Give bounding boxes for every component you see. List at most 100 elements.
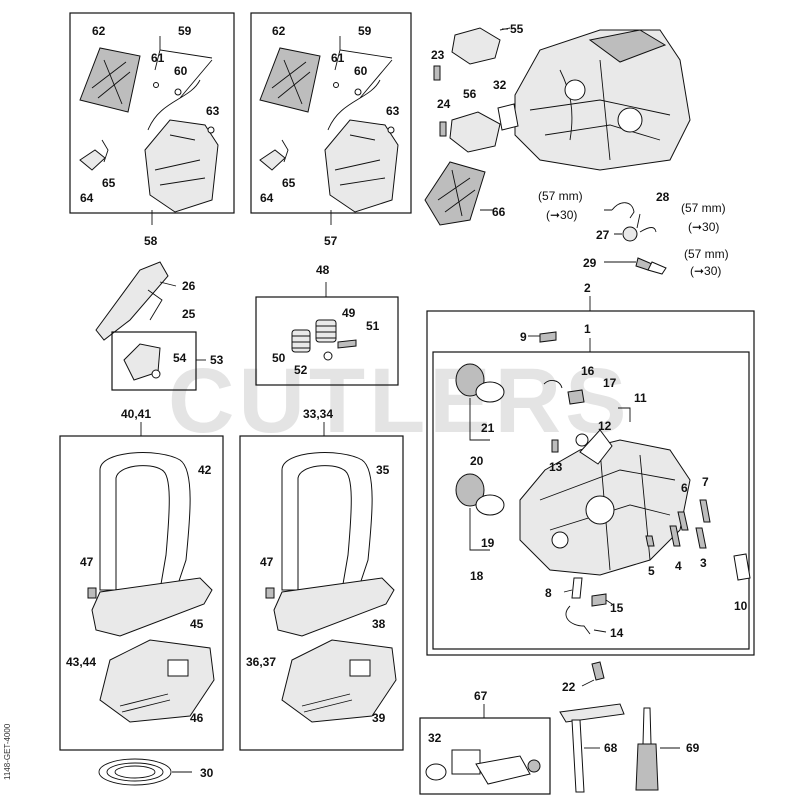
gasket-67b	[475, 755, 531, 785]
label-64b: 64	[260, 191, 274, 205]
housing-57	[324, 119, 399, 213]
part-15	[591, 593, 607, 607]
part-5	[645, 535, 655, 547]
label-27: 27	[596, 228, 610, 242]
label-69: 69	[686, 741, 700, 755]
label-46: 46	[190, 711, 204, 725]
label-58: 58	[144, 234, 158, 248]
label-25: 25	[182, 307, 196, 321]
label-48: 48	[316, 263, 330, 277]
label-14: 14	[610, 626, 624, 640]
measure-57b: (57 mm)	[681, 201, 726, 215]
filter-27	[622, 226, 638, 242]
drawing-code: 1148-GET-4000	[3, 723, 12, 780]
engine-group: 55 23 32 24 56 66	[424, 22, 691, 226]
screw-51	[337, 339, 357, 349]
label-36-37: 36,37	[246, 655, 276, 669]
label-62b: 62	[272, 24, 286, 38]
label-16: 16	[581, 364, 595, 378]
av-spring-49	[315, 319, 337, 343]
label-54: 54	[173, 351, 187, 365]
label-6: 6	[681, 481, 688, 495]
assembly-48-group: 48 49 51 50 52	[255, 263, 399, 386]
watermark-text: CUTLERS	[168, 350, 630, 452]
handlebar-42	[99, 452, 191, 591]
label-17: 17	[603, 376, 617, 390]
label-56: 56	[463, 87, 477, 101]
fuel-parts-group: (57 mm) (➞30) 28 (57 mm) (➞30) 27 (57 mm…	[538, 189, 729, 278]
label-13: 13	[549, 460, 563, 474]
label-11: 11	[634, 391, 647, 405]
label-50: 50	[272, 351, 286, 365]
part-16	[543, 380, 563, 389]
ring-67	[527, 759, 541, 773]
assembly-58-group: 62 59 61 60 63 64 65 58	[69, 12, 235, 248]
assembly-1-box	[432, 351, 750, 650]
measure-57a: (57 mm)	[538, 189, 583, 203]
screw-23	[433, 65, 441, 81]
carburetor-56	[449, 111, 501, 153]
label-38: 38	[372, 617, 386, 631]
screw-24	[439, 121, 447, 137]
part-6	[677, 511, 689, 531]
label-45: 45	[190, 617, 204, 631]
label-52: 52	[294, 363, 308, 377]
part-12	[575, 433, 589, 447]
measure-57c: (57 mm)	[684, 247, 729, 261]
label-plate-38	[349, 659, 371, 677]
seal-19	[455, 473, 485, 507]
rod-25	[147, 281, 177, 321]
label-59b: 59	[358, 24, 372, 38]
label-8: 8	[545, 586, 552, 600]
label-61b: 61	[331, 51, 345, 65]
assembly-40-box	[59, 435, 224, 751]
label-35: 35	[376, 463, 390, 477]
assembly-67-box	[419, 717, 551, 795]
filter-66	[424, 161, 486, 226]
engine-block	[514, 29, 691, 171]
label-65: 65	[102, 176, 116, 190]
label-63: 63	[206, 104, 220, 118]
av-spring-50	[291, 329, 311, 353]
measure-30c: (➞30)	[690, 264, 721, 278]
label-67: 67	[474, 689, 488, 703]
assembly-40-group: 40,41 42 47 45 43,44 46	[59, 407, 224, 751]
part-8	[571, 577, 583, 599]
label-22: 22	[562, 680, 576, 694]
measure-30a: (➞30)	[546, 208, 577, 222]
label-24: 24	[437, 97, 451, 111]
label-3: 3	[700, 556, 707, 570]
label-60: 60	[174, 64, 188, 78]
label-32b: 32	[428, 731, 442, 745]
label-57: 57	[324, 234, 338, 248]
coil-30	[98, 758, 172, 786]
filter-cover-62b	[259, 47, 321, 113]
label-19: 19	[481, 536, 495, 550]
label-15: 15	[610, 601, 624, 615]
assembly-33-group: 33,34 35 47 38 36,37 39	[239, 407, 404, 751]
assembly-2-group: 2 9 1 16 17 11 12 21 20 13 7 6 19 18 5 4…	[426, 281, 755, 656]
label-20: 20	[470, 454, 484, 468]
label-42: 42	[198, 463, 212, 477]
hose-28	[611, 202, 635, 219]
assembly-48-box	[255, 296, 399, 386]
part-10	[733, 553, 751, 581]
screw-47b	[265, 587, 275, 599]
assembly-2-box	[426, 310, 755, 656]
label-61: 61	[151, 51, 165, 65]
label-30: 30	[200, 766, 214, 780]
label-1: 1	[584, 322, 591, 336]
label-64: 64	[80, 191, 94, 205]
label-10: 10	[734, 599, 748, 613]
label-47: 47	[80, 555, 94, 569]
label-40-41: 40,41	[121, 407, 151, 421]
label-66: 66	[492, 205, 506, 219]
label-53: 53	[210, 353, 224, 367]
bottom-parts-group: 30 67 32 22 68 69	[98, 661, 700, 795]
shroud-43	[99, 639, 215, 723]
hose-14	[565, 605, 591, 635]
label-18: 18	[470, 569, 484, 583]
gasket-32	[497, 103, 519, 131]
label-32: 32	[493, 78, 507, 92]
label-12: 12	[598, 419, 612, 433]
